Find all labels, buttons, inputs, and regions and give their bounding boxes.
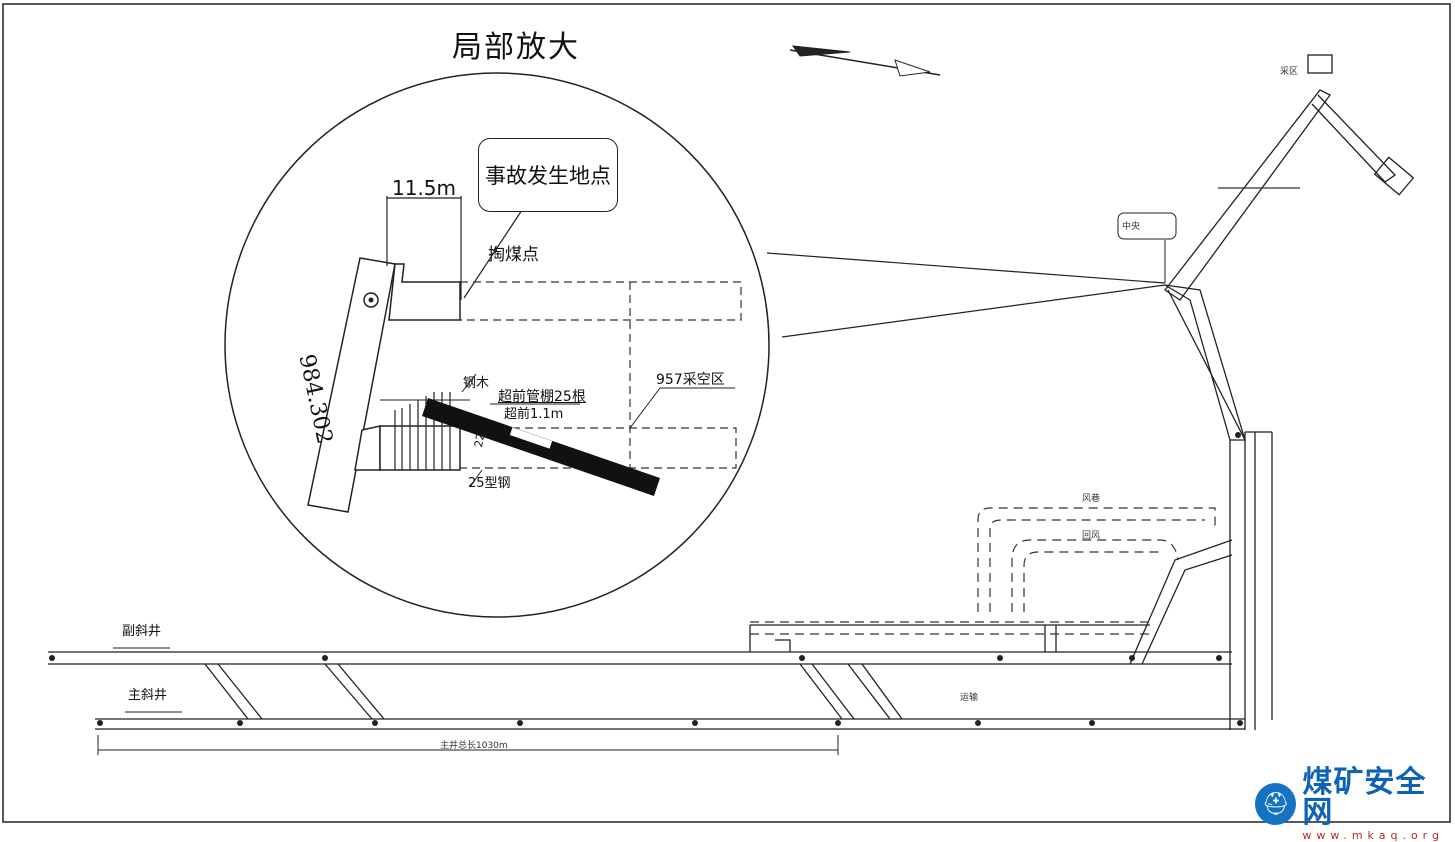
zoom-line-bottom xyxy=(781,284,1166,338)
main-shaft-label: 主斜井 xyxy=(128,688,168,703)
planned-roadways xyxy=(750,187,1300,635)
shed-label: 钢木 xyxy=(463,376,490,391)
north-arrow-icon xyxy=(789,45,941,77)
zoom-target-tag xyxy=(1117,212,1177,240)
zoom-line-top xyxy=(766,252,1166,284)
diagram-title: 局部放大 xyxy=(452,30,580,65)
advance-label: 超前1.1m xyxy=(504,407,564,422)
survey-point xyxy=(363,292,379,308)
accident-site-callout: 事故发生地点 xyxy=(478,138,618,212)
accident-site-label: 事故发生地点 xyxy=(485,164,611,188)
survey-nodes xyxy=(49,432,1243,726)
steel-beam xyxy=(422,398,660,496)
outer-frame xyxy=(2,3,1451,823)
coal-point-label: 掏煤点 xyxy=(488,245,539,265)
helmet-icon: ⛑ xyxy=(1255,783,1297,825)
dimension-label: 11.5m xyxy=(392,176,457,200)
logo-url: www.mkaq.org xyxy=(1302,828,1444,842)
logo-name: 煤矿安全网 xyxy=(1302,764,1427,830)
zoom-circle xyxy=(224,72,770,618)
roadway-network xyxy=(48,54,1415,730)
support-label: 25型钢 xyxy=(468,476,511,491)
dimension-line xyxy=(97,735,839,755)
station-label-4: 运输 xyxy=(960,693,979,703)
gob-label: 957采空区 xyxy=(656,372,725,388)
site-logo: ⛑ 煤矿安全网 www.mkaq.org xyxy=(1255,767,1455,841)
station-label-0: 中央 xyxy=(1122,222,1141,232)
upper-roadway-dashed xyxy=(459,281,742,321)
inclined-roadway xyxy=(307,257,396,513)
station-label-2: 风巷 xyxy=(1082,494,1101,504)
total-length-label: 主井总长1030m xyxy=(440,741,508,751)
station-label-1: 采区 xyxy=(1280,67,1299,77)
upper-roadway xyxy=(388,263,461,321)
lower-roadway-dashed xyxy=(459,427,737,469)
station-label-3: 回风 xyxy=(1082,531,1101,541)
pipe-shed-label: 超前管棚25根 xyxy=(498,389,586,405)
aux-shaft-label: 副斜井 xyxy=(122,624,162,639)
